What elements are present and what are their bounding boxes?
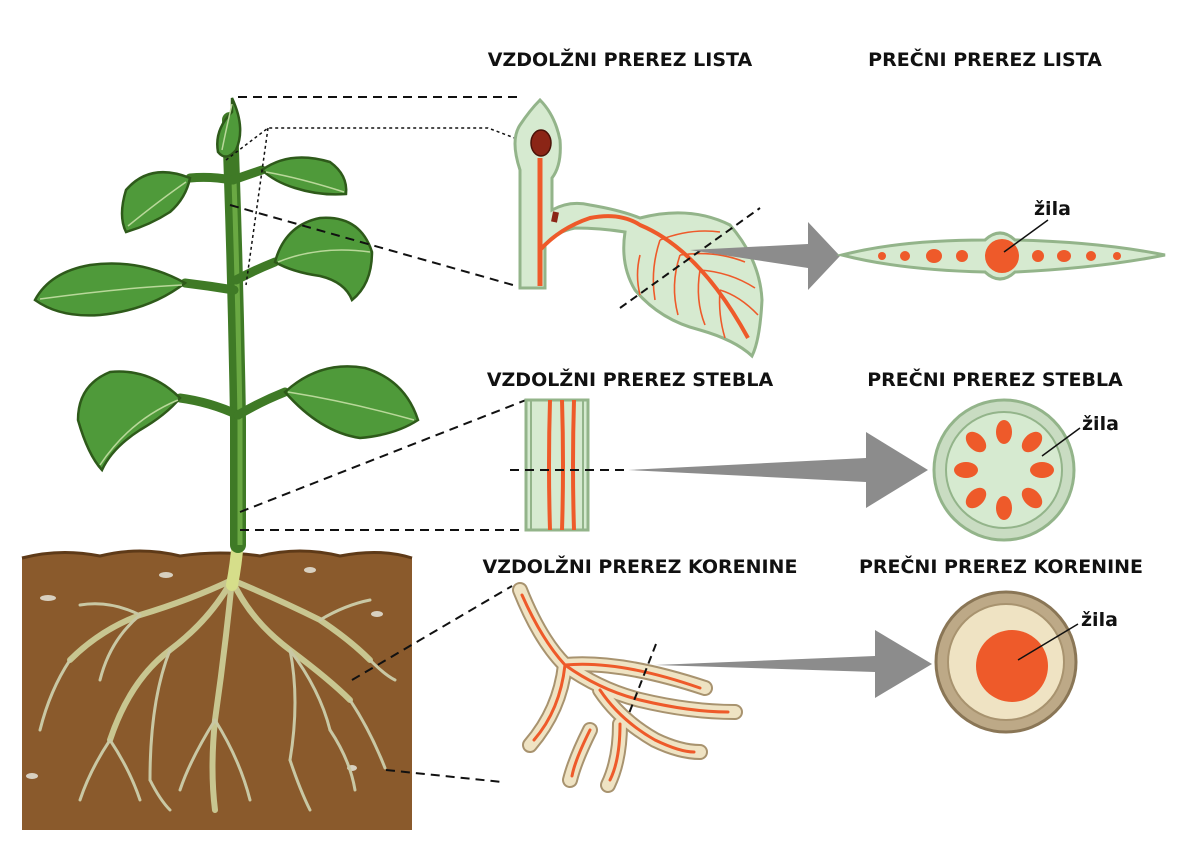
leaf-longitudinal-section [513, 97, 764, 359]
label-stem-longitudinal: VZDOLŽNI PREREZ STEBLA [487, 368, 774, 391]
root-cross-section [934, 590, 1079, 734]
stem-cross-section [932, 398, 1081, 542]
stem-longitudinal-section [510, 398, 626, 532]
label-stem-cross: PREČNI PREREZ STEBLA [867, 367, 1123, 391]
stem-arrow [628, 432, 928, 508]
plant-shoot [33, 97, 420, 553]
label-leaf-cross: PREČNI PREREZ LISTA [868, 47, 1102, 71]
label-leaf-longitudinal: VZDOLŽNI PREREZ LISTA [488, 48, 753, 71]
leaf-mid-left [33, 262, 188, 317]
leaf-upper-right [260, 156, 348, 196]
root-longitudinal-section [512, 582, 743, 793]
leaf-low-right [283, 365, 420, 440]
connector-lines-dotted [225, 127, 521, 286]
bud-leaf [216, 97, 242, 158]
leaf-arrow [690, 222, 840, 290]
label-vein-stem: žila [1082, 413, 1119, 435]
leaf-cross-section [836, 219, 1166, 281]
label-vein-root: žila [1081, 609, 1118, 631]
leaf-mid-right [273, 216, 374, 303]
label-root-longitudinal: VZDOLŽNI PREREZ KORENINE [483, 555, 798, 578]
label-root-cross: PREČNI PREREZ KORENINE [859, 554, 1143, 578]
label-vein-leaf: žila [1034, 198, 1071, 220]
root-arrow [655, 630, 932, 698]
leaf-low-left [76, 370, 182, 473]
root-system [38, 534, 397, 813]
connector-lines [229, 96, 527, 783]
